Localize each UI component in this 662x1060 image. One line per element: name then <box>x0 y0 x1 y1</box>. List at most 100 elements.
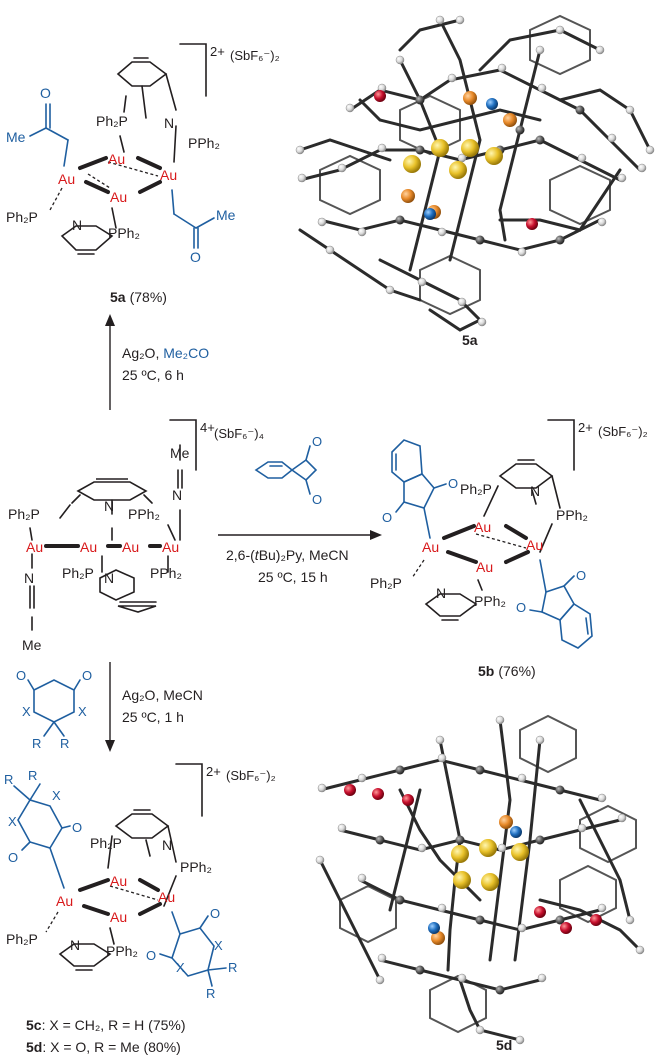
n-label: N <box>24 570 34 586</box>
n-label: N <box>70 937 80 953</box>
r-label: R <box>206 986 215 1001</box>
au-label: Au <box>160 167 177 183</box>
ph2p-label: Ph₂P <box>96 113 128 129</box>
reagent-line-1: Ag₂O, MeCN <box>122 687 203 703</box>
arrow-down: Ag₂O, MeCN 25 ºC, 1 h O O X X R R <box>16 662 203 752</box>
pph2-label: PPh₂ <box>180 859 212 875</box>
r-label: R <box>4 772 13 787</box>
n-label: N <box>104 570 114 586</box>
crystal-label-5d: 5d <box>496 1037 512 1053</box>
product-5a: Au Au Au Au Ph₂P N PPh₂ O Me Ph₂P N PPh₂… <box>6 43 280 305</box>
crystal-label-5a: 5a <box>462 332 478 348</box>
ph2p-label: Ph₂P <box>370 575 402 591</box>
x-label: X <box>214 938 223 953</box>
pph2-label: PPh₂ <box>474 593 506 609</box>
pyridine-ring-top <box>76 481 148 501</box>
crystal-structure-5d: 5d <box>315 714 645 1053</box>
n-label: N <box>530 483 540 499</box>
charge-bracket <box>179 43 207 97</box>
charge-label: 2+ <box>206 764 221 779</box>
au-label: Au <box>474 519 491 535</box>
reagent-line-1: Ag₂O, Me₂CO <box>122 345 209 361</box>
pph2-label: PPh₂ <box>556 507 588 523</box>
compound-label-5d: 5d: X = O, R = Me (80%) <box>26 1039 181 1055</box>
x-label: X <box>78 704 87 719</box>
charge-bracket <box>169 419 197 471</box>
pph2-label: PPh₂ <box>150 565 182 581</box>
compound-label-5a: 5a(78%) <box>110 289 167 305</box>
n-label: N <box>172 487 182 503</box>
charge-bracket <box>547 419 575 471</box>
ph2p-label: Ph₂P <box>6 209 38 225</box>
compound-label-5c: 5c: X = CH₂, R = H (75%) <box>26 1017 186 1033</box>
o-label: O <box>448 476 458 491</box>
n-label: N <box>72 217 82 233</box>
r-label: R <box>228 960 237 975</box>
charge-bracket <box>175 763 203 817</box>
au-label: Au <box>158 889 175 905</box>
pyridine-ring-bottom <box>99 569 135 601</box>
au-label: Au <box>108 151 125 167</box>
product-5b: Au Au Au Au Ph₂P N PPh₂ O O Ph₂P N PPh₂ … <box>370 419 648 679</box>
arrow-right: 2,6-(tBu)₂Py, MeCN 25 ºC, 15 h O O <box>218 434 382 585</box>
o-label: O <box>576 568 586 583</box>
n-label: N <box>104 498 114 514</box>
reagent-line-1: 2,6-(tBu)₂Py, MeCN <box>226 547 349 563</box>
au-label: Au <box>26 539 43 555</box>
au-label: Au <box>58 171 75 187</box>
me-label: Me <box>216 207 236 223</box>
charge-label: 4+ <box>200 420 215 435</box>
pph2-label: PPh₂ <box>188 135 220 151</box>
me-label: Me <box>170 445 190 461</box>
anion-label: (SbF₆⁻)₂ <box>230 48 280 63</box>
starting-complex: Ph₂P N PPh₂ Au Au Au Au N N Me Me Ph₂P N… <box>8 419 264 653</box>
o-label: O <box>72 820 82 835</box>
charge-label: 2+ <box>578 420 593 435</box>
anion-label: (SbF₆⁻)₂ <box>598 424 648 439</box>
au-label: Au <box>162 539 179 555</box>
pph2-label: PPh₂ <box>128 506 160 522</box>
o-label: O <box>40 85 51 101</box>
o-label: O <box>190 249 201 265</box>
x-label: X <box>52 788 61 803</box>
dione-reagent: O O X X R R <box>16 668 92 751</box>
n-label: N <box>436 585 446 601</box>
au-label: Au <box>422 539 439 555</box>
charge-label: 2+ <box>210 44 225 59</box>
au-label: Au <box>56 893 73 909</box>
condition-line-2: 25 ºC, 6 h <box>122 367 184 383</box>
o-label: O <box>382 510 392 525</box>
au-label: Au <box>526 537 543 553</box>
ph2p-label: Ph₂P <box>6 931 38 947</box>
x-label: X <box>22 704 31 719</box>
pph2-label: PPh₂ <box>106 943 138 959</box>
o-label: O <box>210 906 220 921</box>
me-label: Me <box>22 637 42 653</box>
au-label: Au <box>110 909 127 925</box>
x-label: X <box>176 960 185 975</box>
compound-label-5b: 5b(76%) <box>478 663 536 679</box>
au-label: Au <box>80 539 97 555</box>
crystal-structure-5a: 5a <box>295 14 655 348</box>
arrow-up: Ag₂O, Me₂CO 25 ºC, 6 h <box>105 314 209 410</box>
au-label: Au <box>122 539 139 555</box>
condition-line-2: 25 ºC, 15 h <box>258 569 328 585</box>
condition-line-2: 25 ºC, 1 h <box>122 709 184 725</box>
n-label: N <box>162 837 172 853</box>
o-label: O <box>82 668 92 683</box>
ph2p-label: Ph₂P <box>62 565 94 581</box>
o-label: O <box>8 850 18 865</box>
o-label: O <box>312 492 322 507</box>
n-label: N <box>164 115 174 131</box>
r-label: R <box>32 736 41 751</box>
r-label: R <box>60 736 69 751</box>
au-label: Au <box>476 559 493 575</box>
au-label: Au <box>110 189 127 205</box>
anion-label: (SbF₆⁻)₄ <box>214 426 264 441</box>
ph2p-label: Ph₂P <box>460 481 492 497</box>
r-label: R <box>28 768 37 783</box>
ph2p-label: Ph₂P <box>90 835 122 851</box>
o-label: O <box>312 434 322 449</box>
anion-label: (SbF₆⁻)₂ <box>226 768 276 783</box>
